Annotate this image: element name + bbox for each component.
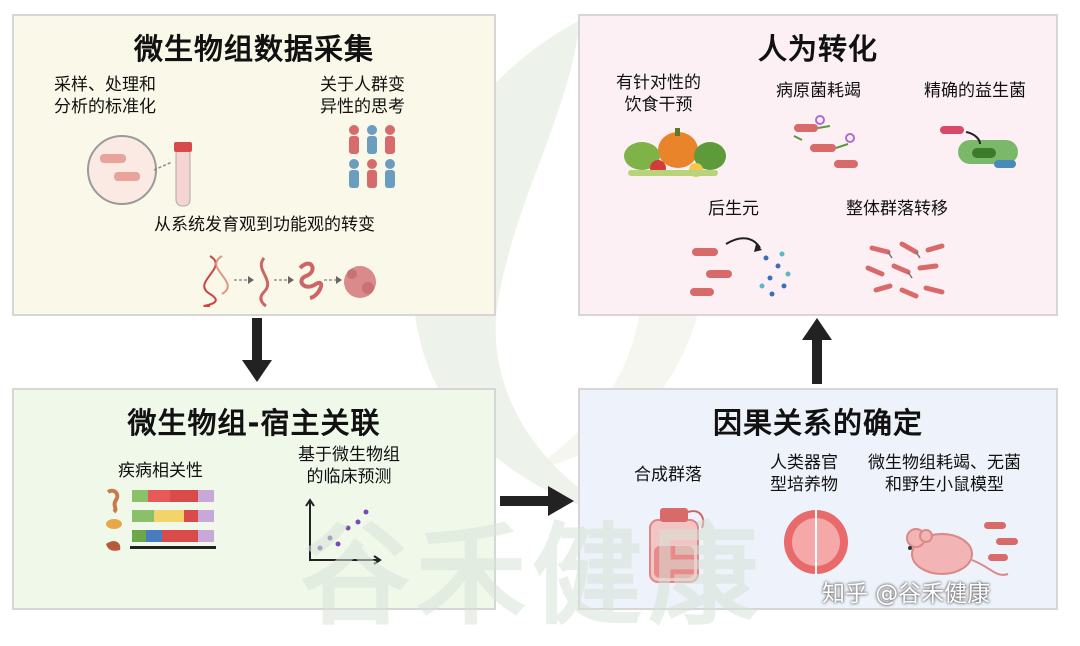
- bioreactor-icon: [649, 508, 705, 583]
- panel-title: 人为转化: [757, 32, 878, 66]
- label-organoid-culture: 人类器官 型培养物: [770, 452, 838, 496]
- label-phylogeny-to-function: 从系统发育观到功能观的转变: [154, 215, 375, 235]
- label-mouse-models: 微生物组耗竭、无菌 和野生小鼠模型: [868, 452, 1021, 496]
- label-line: 和野生小鼠模型: [885, 475, 1004, 495]
- label-community-transfer: 整体群落转移: [846, 199, 948, 219]
- people-group-icon: [349, 125, 395, 188]
- arrow-right: [500, 486, 574, 516]
- label-pathogen-depletion: 病原菌耗竭: [776, 81, 861, 101]
- postbiotic-metabolites-icon: [690, 237, 791, 297]
- petri-dish-tube-icon: [87, 135, 192, 207]
- label-line: 关于人群变: [320, 75, 405, 95]
- label-line: 的临床预测: [306, 467, 392, 487]
- community-transfer-icon: [865, 241, 945, 299]
- panel-title: 微生物组-宿主关联: [127, 406, 381, 440]
- label-line: 饮食干预: [624, 95, 693, 115]
- arrow-up: [802, 318, 832, 384]
- label-line: 采样、处理和: [54, 75, 156, 95]
- label-line: 人类器官: [770, 453, 838, 473]
- label-precision-probiotics: 精确的益生菌: [924, 81, 1026, 101]
- panel-transformation: 人为转化 有针对性的 饮食干预 病原菌耗竭 精确的益生菌 后生元 整体群落转移: [578, 14, 1058, 316]
- label-population-variation: 关于人群变 异性的思考: [320, 74, 405, 118]
- label-clinical-prediction: 基于微生物组 的临床预测: [298, 444, 400, 488]
- probiotics-icon: [940, 126, 1018, 168]
- organoid-icon: [784, 510, 848, 574]
- arrow-down: [242, 318, 272, 382]
- label-synthetic-community: 合成群落: [634, 465, 702, 485]
- label-line: 异性的思考: [320, 97, 405, 117]
- label-line: 基于微生物组: [298, 445, 400, 465]
- label-line: 有针对性的: [616, 73, 701, 93]
- mouse-model-icon: [906, 522, 1018, 576]
- scatter-plot-icon: [305, 498, 382, 565]
- pathogen-bacteria-icon: [793, 115, 858, 168]
- label-disease-correlation: 疾病相关性: [118, 461, 203, 481]
- vegetables-icon: [624, 128, 726, 177]
- label-diet-intervention: 有针对性的 饮食干预: [616, 72, 701, 116]
- panel-causality: 因果关系的确定 合成群落 人类器官 型培养物 微生物组耗竭、无菌 和野生小鼠模型: [578, 388, 1058, 610]
- panel-host-association: 微生物组-宿主关联 疾病相关性 基于微生物组 的临床预测: [12, 388, 496, 610]
- label-standardization: 采样、处理和 分析的标准化: [54, 74, 156, 118]
- disease-heatmap-icon: [106, 488, 216, 551]
- dna-protein-icon: [203, 255, 376, 308]
- label-line: 型培养物: [770, 475, 838, 495]
- label-postbiotics: 后生元: [708, 199, 759, 219]
- panel-title: 因果关系的确定: [712, 406, 923, 440]
- panel-title: 微生物组数据采集: [133, 32, 374, 66]
- zhihu-watermark: 知乎 @谷禾健康: [822, 581, 991, 607]
- label-line: 微生物组耗竭、无菌: [868, 453, 1021, 473]
- panel-data-collection: 微生物组数据采集 采样、处理和 分析的标准化 关于人群变 异性的思考 从系统发育…: [12, 14, 496, 316]
- label-line: 分析的标准化: [54, 97, 156, 117]
